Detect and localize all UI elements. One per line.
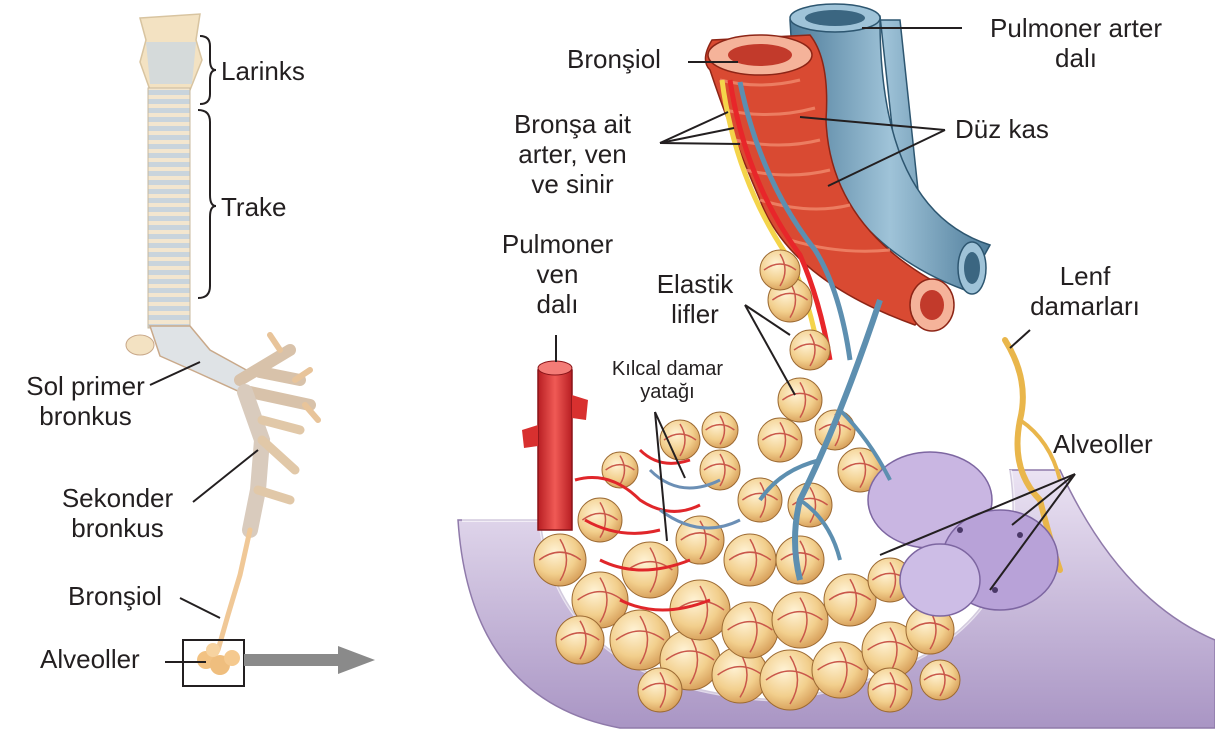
alveolus-sphere <box>760 250 800 290</box>
alveolus-sphere <box>578 498 622 542</box>
alveolus-sphere <box>702 412 738 448</box>
label-alveoli-right: Alveoller <box>1053 430 1153 460</box>
bronchiole-leader-left <box>180 598 220 618</box>
alveolus-sphere <box>778 378 822 422</box>
zoom-arrow-icon <box>244 646 375 674</box>
bronchial-leader-3 <box>660 143 740 144</box>
label-smooth-muscle: Düz kas <box>955 115 1049 145</box>
label-pulmonary-vein: Pulmoner ven dalı <box>470 230 645 320</box>
larynx-bracket <box>200 36 216 104</box>
alveolus-sphere <box>772 592 828 648</box>
label-secondary-bronchus: Sekonder bronkus <box>40 484 195 544</box>
label-bronchial-vessels: Bronşa ait arter, ven ve sinir <box>490 110 655 200</box>
label-larynx: Larinks <box>221 57 305 87</box>
alveolus-sphere <box>790 330 830 370</box>
label-primary-bronchus: Sol primer bronkus <box>8 372 163 432</box>
label-bronchiole-right: Bronşiol <box>567 45 661 75</box>
trachea-illustration <box>148 88 190 328</box>
alveoli-cluster-small <box>197 643 240 675</box>
secondary-bronchus-illustration <box>245 392 300 530</box>
larynx-illustration <box>140 14 202 90</box>
label-elastic-fibers: Elastik lifler <box>640 270 750 330</box>
bronchiole-illustration <box>218 530 250 650</box>
alveolus-sphere <box>812 642 868 698</box>
label-alveoli-left: Alveoller <box>40 645 140 675</box>
label-capillary-bed: Kılcal damar yatağı <box>585 358 750 404</box>
alveolus-sphere <box>556 616 604 664</box>
alveolus-sphere <box>602 452 638 488</box>
bronchial-leader-2 <box>660 128 734 143</box>
alveolus-sphere <box>722 602 778 658</box>
alveolus-sphere <box>920 660 960 700</box>
alveolus-sphere <box>660 420 700 460</box>
label-trachea: Trake <box>221 193 287 223</box>
lymph-leader <box>1010 330 1030 348</box>
secondary-bronchus-leader <box>193 450 258 502</box>
alveolus-sphere <box>760 650 820 710</box>
alveolus-sphere <box>534 534 586 586</box>
alveolus-sphere <box>868 668 912 712</box>
label-lymph-vessels: Lenf damarları <box>1000 262 1170 322</box>
trachea-bracket <box>198 110 216 298</box>
bronchial-leader-1 <box>660 112 728 143</box>
pulmonary-vein-illustration <box>522 361 588 530</box>
label-pulmonary-artery: Pulmoner arter dalı <box>960 14 1192 74</box>
alveolus-sphere <box>758 418 802 462</box>
label-bronchiole-left: Bronşiol <box>68 582 162 612</box>
alveolus-sphere <box>724 534 776 586</box>
alveolus-sphere <box>638 668 682 712</box>
